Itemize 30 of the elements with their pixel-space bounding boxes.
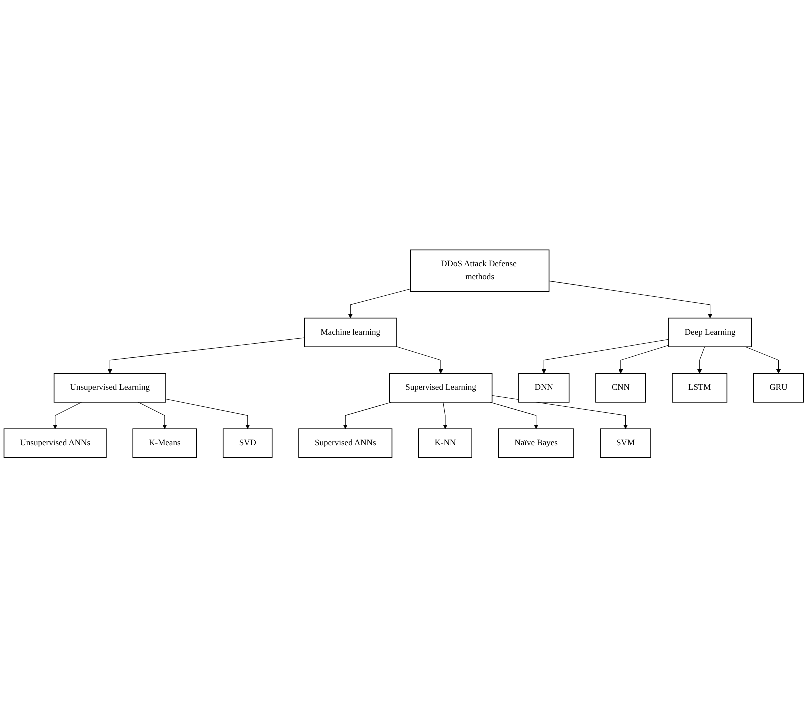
node-box: Supervised ANNs [298, 428, 393, 458]
arrow [343, 402, 392, 430]
node-box: K-Means [132, 428, 198, 458]
arrow [396, 346, 444, 374]
arrow [549, 280, 713, 319]
node-box: K-NN [418, 428, 472, 458]
node-box: Deep Learning [668, 318, 752, 348]
arrow [443, 402, 448, 430]
node-box: DNN [518, 373, 570, 403]
arrow [108, 338, 305, 374]
arrow [698, 346, 706, 374]
node-box: DDoS Attack Defense methods [410, 250, 550, 292]
arrow [542, 339, 670, 374]
node-box: Naïve Bayes [498, 428, 574, 458]
node-box: Unsupervised Learning [54, 373, 166, 403]
arrow [166, 399, 250, 430]
node-box: Unsupervised ANNs [4, 428, 107, 458]
arrow [618, 345, 670, 374]
node-box: GRU [753, 373, 804, 403]
node-box: SVD [222, 428, 273, 458]
arrow [348, 288, 412, 319]
arrow [490, 402, 539, 430]
arrow [138, 402, 168, 430]
node-box: CNN [596, 373, 646, 403]
node-box: SVM [600, 428, 652, 458]
node-box: Supervised Learning [389, 373, 493, 403]
node-box: LSTM [672, 373, 728, 403]
arrow [746, 346, 782, 374]
node-box: Machine learning [304, 318, 397, 348]
arrow [53, 402, 82, 430]
